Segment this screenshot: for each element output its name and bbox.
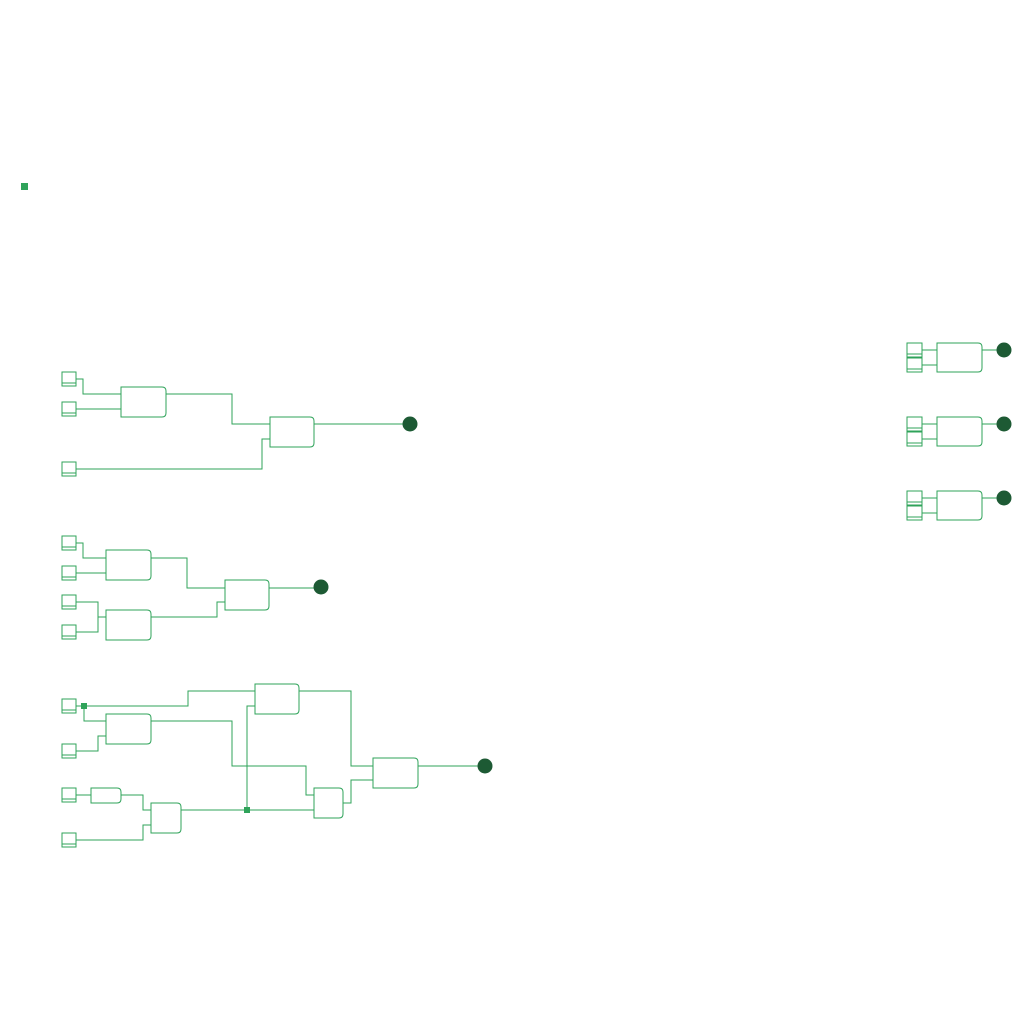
logic-gate[interactable] xyxy=(120,386,167,418)
wire-junction xyxy=(81,703,87,709)
input-pin[interactable] xyxy=(906,505,923,521)
output-led xyxy=(402,416,418,432)
input-pin[interactable] xyxy=(906,490,923,506)
wire xyxy=(246,705,255,810)
input-pin[interactable] xyxy=(61,832,77,848)
wire xyxy=(76,735,106,752)
wire xyxy=(76,542,106,559)
wire xyxy=(76,438,270,470)
input-pin[interactable] xyxy=(61,565,77,581)
input-pin[interactable] xyxy=(61,743,77,759)
wire xyxy=(151,720,314,796)
logic-gate[interactable] xyxy=(105,713,152,745)
input-pin[interactable] xyxy=(61,535,77,551)
circuit-2 xyxy=(61,535,329,641)
marker-square xyxy=(21,183,28,190)
input-pin[interactable] xyxy=(61,698,77,714)
wire xyxy=(151,557,225,589)
output-led xyxy=(996,416,1012,432)
input-pin[interactable] xyxy=(61,624,77,640)
input-pin[interactable] xyxy=(906,357,923,373)
logic-gate[interactable] xyxy=(936,490,983,521)
wire xyxy=(76,601,106,618)
logic-gate[interactable] xyxy=(936,342,983,373)
input-pin[interactable] xyxy=(61,787,77,803)
input-pin[interactable] xyxy=(61,371,77,387)
wire xyxy=(76,617,99,633)
wire xyxy=(166,393,270,425)
input-pin[interactable] xyxy=(906,416,923,432)
wire xyxy=(83,706,106,722)
wire xyxy=(151,601,225,618)
output-led xyxy=(313,579,329,595)
output-led xyxy=(477,758,493,774)
input-pin[interactable] xyxy=(61,401,77,417)
logic-gate[interactable] xyxy=(150,802,182,834)
logic-gate[interactable] xyxy=(105,549,152,581)
input-pin[interactable] xyxy=(61,461,77,477)
wire xyxy=(76,378,121,395)
input-pin[interactable] xyxy=(906,431,923,447)
circuit-1 xyxy=(61,371,418,477)
output-led xyxy=(996,342,1012,358)
input-pin[interactable] xyxy=(61,594,77,610)
output-led xyxy=(996,490,1012,506)
logic-gate[interactable] xyxy=(936,416,983,447)
wire xyxy=(299,690,373,767)
logic-gate[interactable] xyxy=(269,416,315,448)
circuit-4 xyxy=(906,342,1012,521)
wire xyxy=(121,794,151,811)
wire-junction xyxy=(244,807,250,813)
wire xyxy=(343,779,373,804)
wire xyxy=(76,690,255,707)
logic-gate[interactable] xyxy=(224,579,270,611)
input-pin[interactable] xyxy=(906,342,923,358)
logic-gate[interactable] xyxy=(254,683,300,715)
logic-gate[interactable] xyxy=(105,609,152,641)
circuit-3 xyxy=(61,683,493,848)
logic-gate[interactable] xyxy=(313,787,344,819)
not-gate[interactable] xyxy=(90,787,122,804)
logic-gate[interactable] xyxy=(372,757,419,789)
wire xyxy=(76,824,151,841)
